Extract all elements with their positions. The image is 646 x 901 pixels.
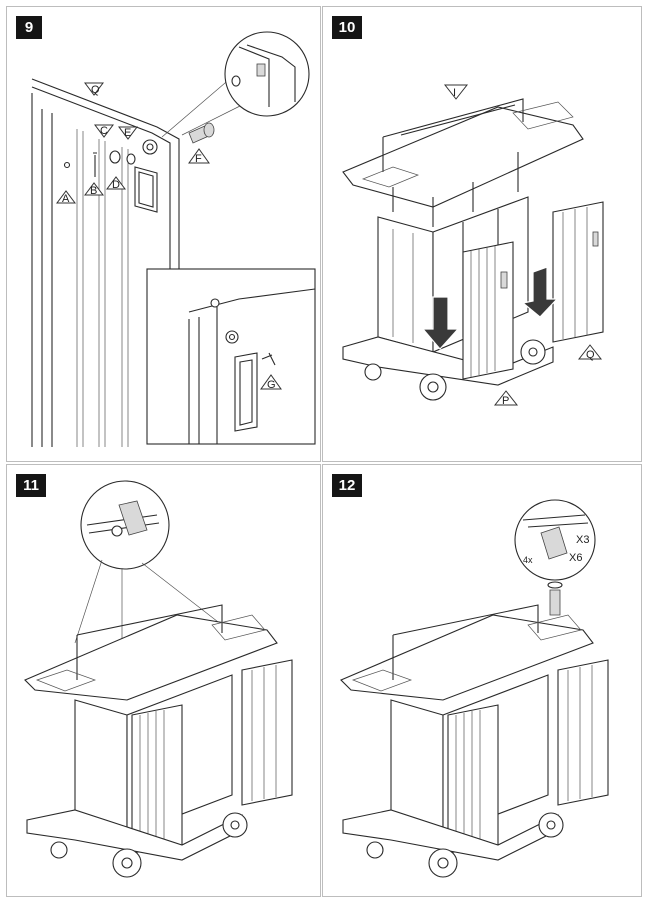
step-9-illustration: Q A B C D E F G bbox=[31, 31, 316, 447]
label-g: G bbox=[267, 379, 276, 391]
step-10-panel: 10 I P Q bbox=[322, 6, 642, 462]
label-p: P bbox=[502, 395, 509, 407]
step-12-illustration: X3 X6 4x bbox=[340, 499, 609, 878]
step-number: 11 bbox=[16, 474, 46, 497]
step-11-illustration bbox=[24, 480, 293, 878]
label-i: I bbox=[453, 87, 456, 99]
label-a: A bbox=[62, 193, 70, 205]
step-number: 10 bbox=[332, 16, 362, 39]
label-x3: X3 bbox=[576, 534, 589, 546]
label-4x: 4x bbox=[523, 555, 533, 565]
step-9-panel: 9 bbox=[6, 6, 321, 462]
step-11-panel: 11 bbox=[6, 464, 321, 897]
step-10-illustration: I P Q bbox=[342, 84, 604, 407]
label-e: E bbox=[124, 127, 131, 139]
label-x6: X6 bbox=[569, 552, 582, 564]
label-f: F bbox=[195, 153, 202, 165]
label-b: B bbox=[90, 185, 97, 197]
label-q: Q bbox=[91, 84, 100, 96]
label-d: D bbox=[112, 179, 120, 191]
label-c: C bbox=[100, 125, 108, 137]
step-number: 9 bbox=[16, 16, 42, 39]
step-12-panel: 12 X3 X6 4x bbox=[322, 464, 642, 897]
label-q: Q bbox=[586, 349, 595, 361]
step-number: 12 bbox=[332, 474, 362, 497]
